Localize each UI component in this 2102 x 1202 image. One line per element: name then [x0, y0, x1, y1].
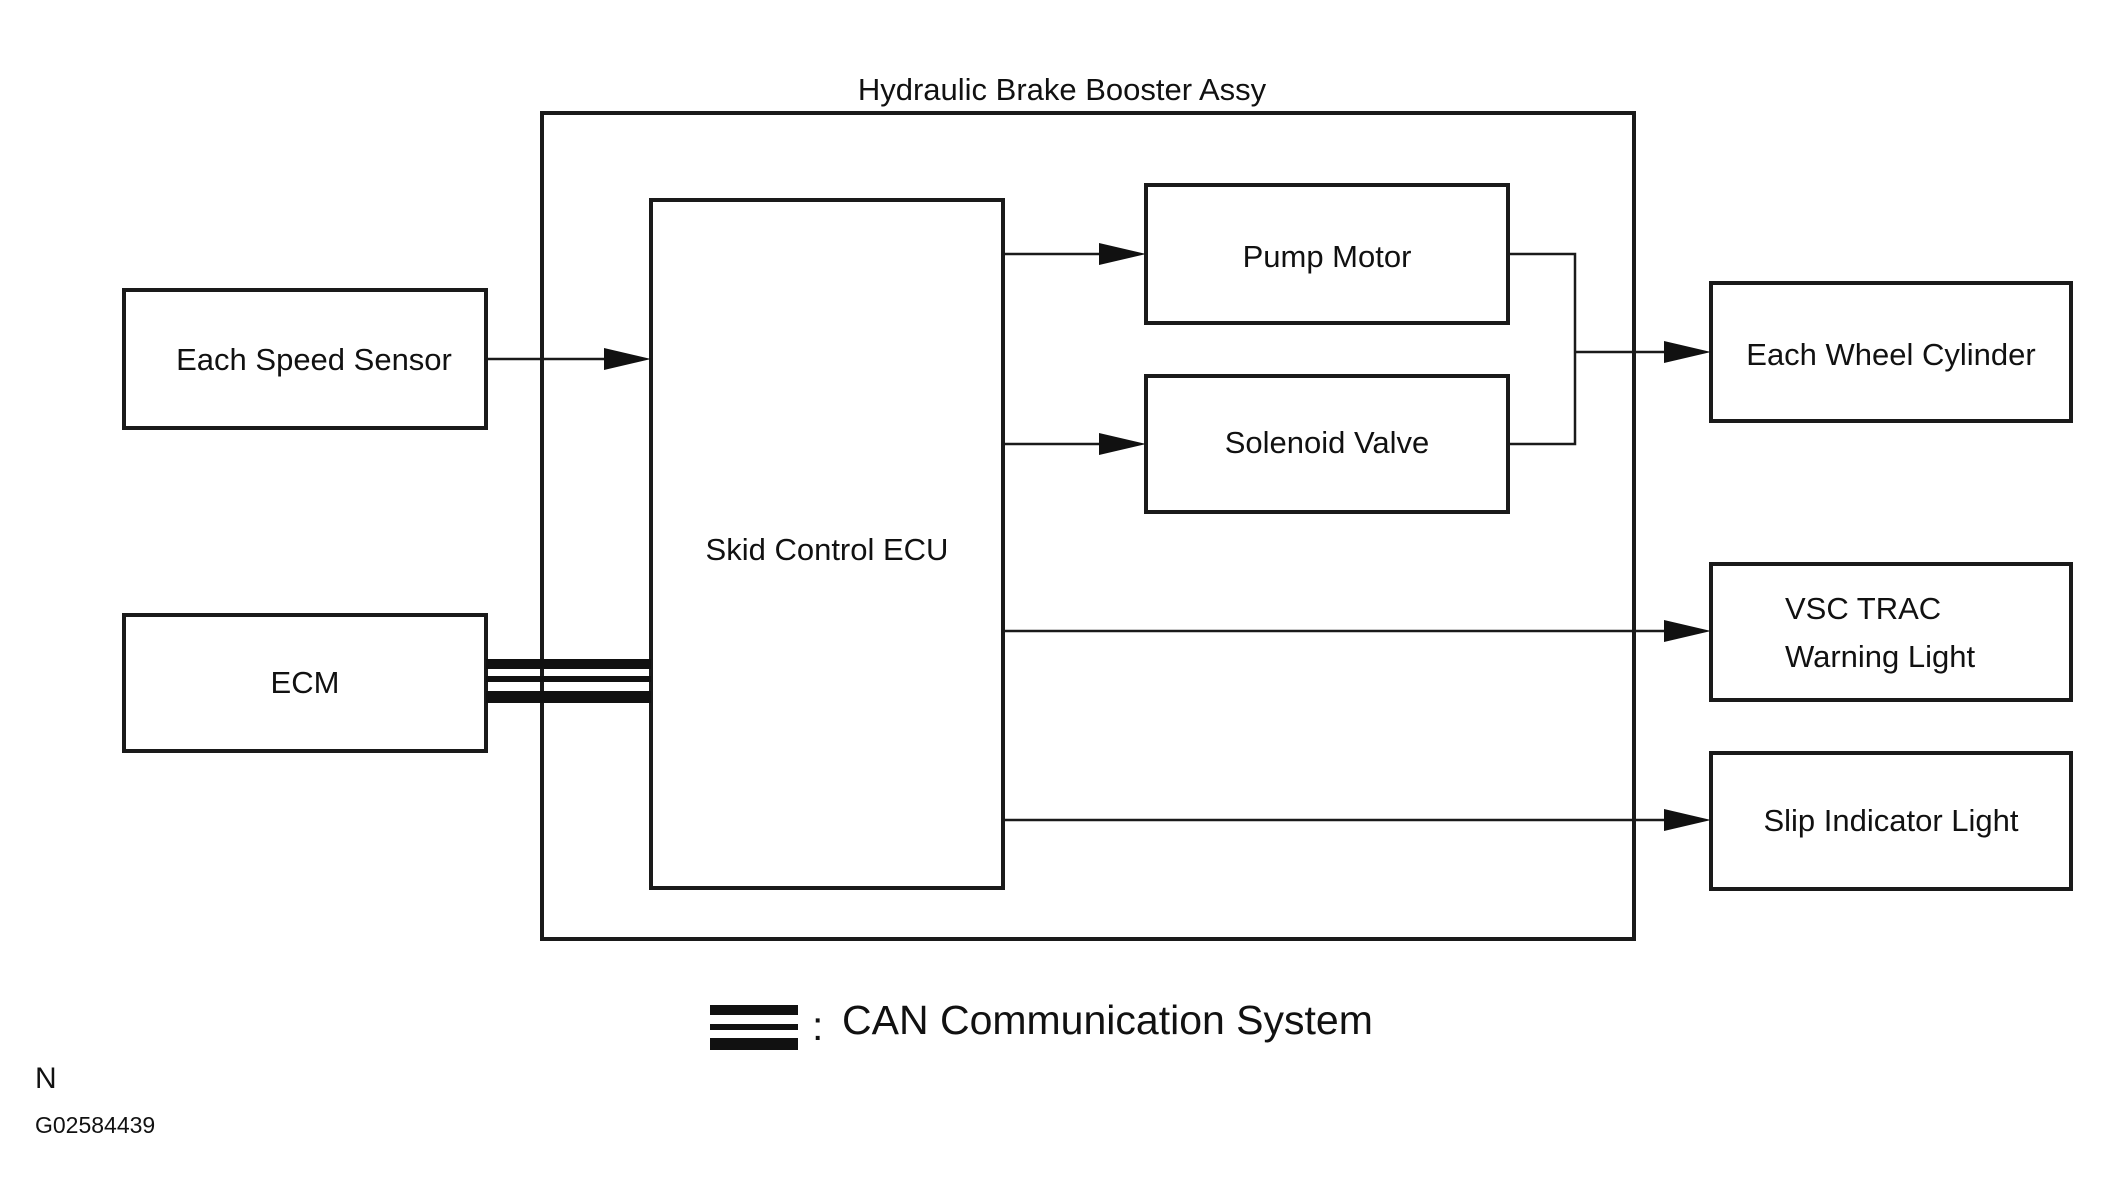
can-legend-label: CAN Communication System [842, 997, 1373, 1043]
signal-lines [486, 243, 1711, 831]
pump-motor-label: Pump Motor [1243, 239, 1412, 274]
can-legend-symbol-bar-3 [710, 1038, 798, 1050]
ecm-box [122, 613, 488, 753]
can-bus-ecm-to-ecu [486, 659, 651, 703]
each-wheel-cylinder-box [1709, 281, 2073, 423]
figure-code: G02584439 [35, 1112, 155, 1138]
ecu-to-vsc-light-arrowhead [1664, 620, 1711, 642]
hydraulic-brake-booster-assy-group: Hydraulic Brake Booster Assy [540, 72, 1636, 941]
pump-motor-box [1144, 183, 1510, 325]
each-wheel-cylinder-block: Each Wheel Cylinder [1709, 281, 2073, 423]
speed-sensor-to-ecu-arrowhead [604, 348, 651, 370]
ecm-block: ECM [122, 613, 488, 753]
footer-letter: N [35, 1062, 57, 1095]
solenoid-valve-label: Solenoid Valve [1225, 425, 1430, 460]
vsc-trac-warning-light-block: VSC TRAC Warning Light [1709, 562, 2073, 702]
warning-light-label-line-2: Warning Light [1785, 639, 1976, 674]
skid-control-ecu-label: Skid Control ECU [706, 532, 949, 567]
skid-control-ecu-box [649, 198, 1005, 890]
ecm-label: ECM [271, 665, 340, 700]
ecu-to-solenoid-valve-arrowhead [1099, 433, 1146, 455]
can-legend-symbol-bar-2 [710, 1024, 798, 1030]
vsc-trac-warning-light-box [1709, 562, 2073, 702]
ecu-to-pump-motor-arrowhead [1099, 243, 1146, 265]
can-bus-bar-3 [486, 691, 651, 703]
each-speed-sensor-block: Each Speed Sensor [122, 288, 488, 430]
pump-motor-output-line [1508, 252, 1577, 446]
can-bus-bar-1 [486, 659, 651, 669]
figure-footer: N G02584439 [35, 1062, 155, 1138]
solenoid-valve-block: Solenoid Valve [1144, 374, 1510, 514]
slip-indicator-light-label: Slip Indicator Light [1763, 803, 2018, 838]
skid-control-ecu-block: Skid Control ECU [649, 198, 1005, 890]
can-legend-symbol-bar-1 [710, 1005, 798, 1015]
ecu-to-slip-light-arrowhead [1664, 809, 1711, 831]
each-speed-sensor-label: Each Speed Sensor [176, 342, 452, 377]
pump-motor-block: Pump Motor [1144, 183, 1510, 325]
vsc-trac-label-line-1: VSC TRAC [1785, 591, 1941, 626]
can-legend-separator: : [812, 1003, 823, 1049]
can-bus-bar-2 [486, 676, 651, 682]
hydraulic-brake-booster-assy-frame [540, 111, 1636, 941]
each-speed-sensor-box [122, 288, 488, 430]
slip-indicator-light-box [1709, 751, 2073, 891]
merge-to-wheel-cylinder-arrowhead [1664, 341, 1711, 363]
hydraulic-brake-booster-assy-title: Hydraulic Brake Booster Assy [858, 72, 1267, 107]
can-legend: : CAN Communication System [710, 997, 1373, 1050]
each-wheel-cylinder-label: Each Wheel Cylinder [1746, 337, 2035, 372]
slip-indicator-light-block: Slip Indicator Light [1709, 751, 2073, 891]
